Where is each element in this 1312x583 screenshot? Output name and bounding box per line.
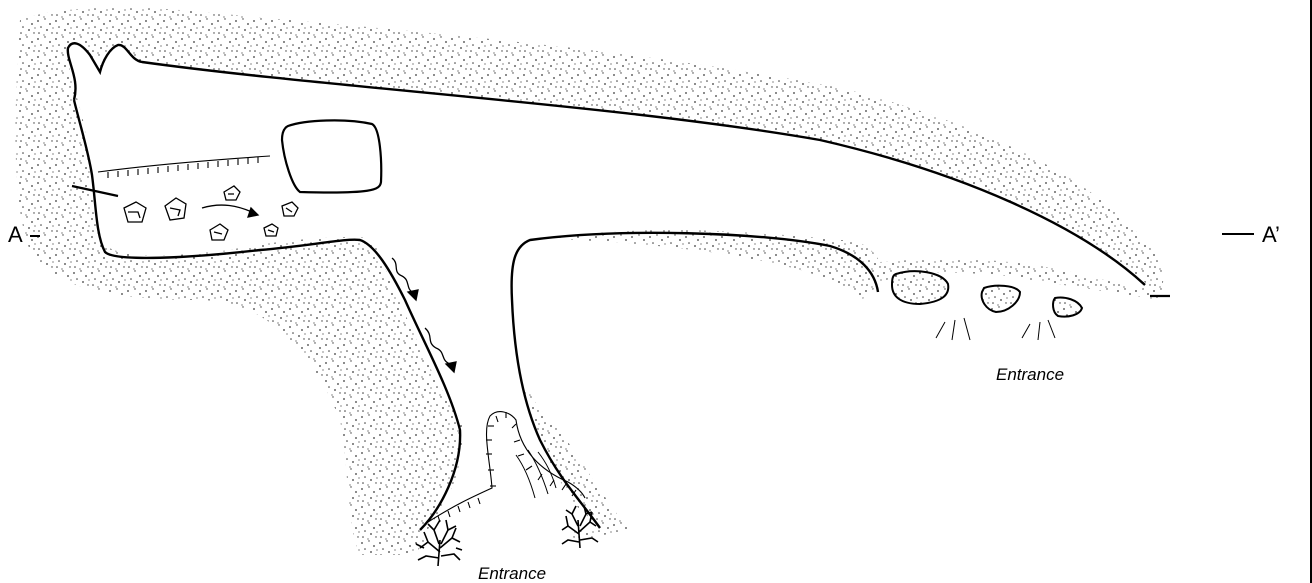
section-label-end: A’ (1262, 224, 1280, 246)
entrance-label-lower: Entrance (478, 565, 546, 582)
entrance-label-right: Entrance (996, 366, 1064, 383)
right-entrance-slope-lines (936, 318, 1055, 340)
entrance-boulder-1 (892, 271, 948, 304)
rock-pillar (282, 120, 381, 192)
section-label-start: A (8, 224, 23, 246)
entrance-boulder-2 (982, 286, 1020, 312)
entrance-boulder-3 (1053, 297, 1082, 316)
